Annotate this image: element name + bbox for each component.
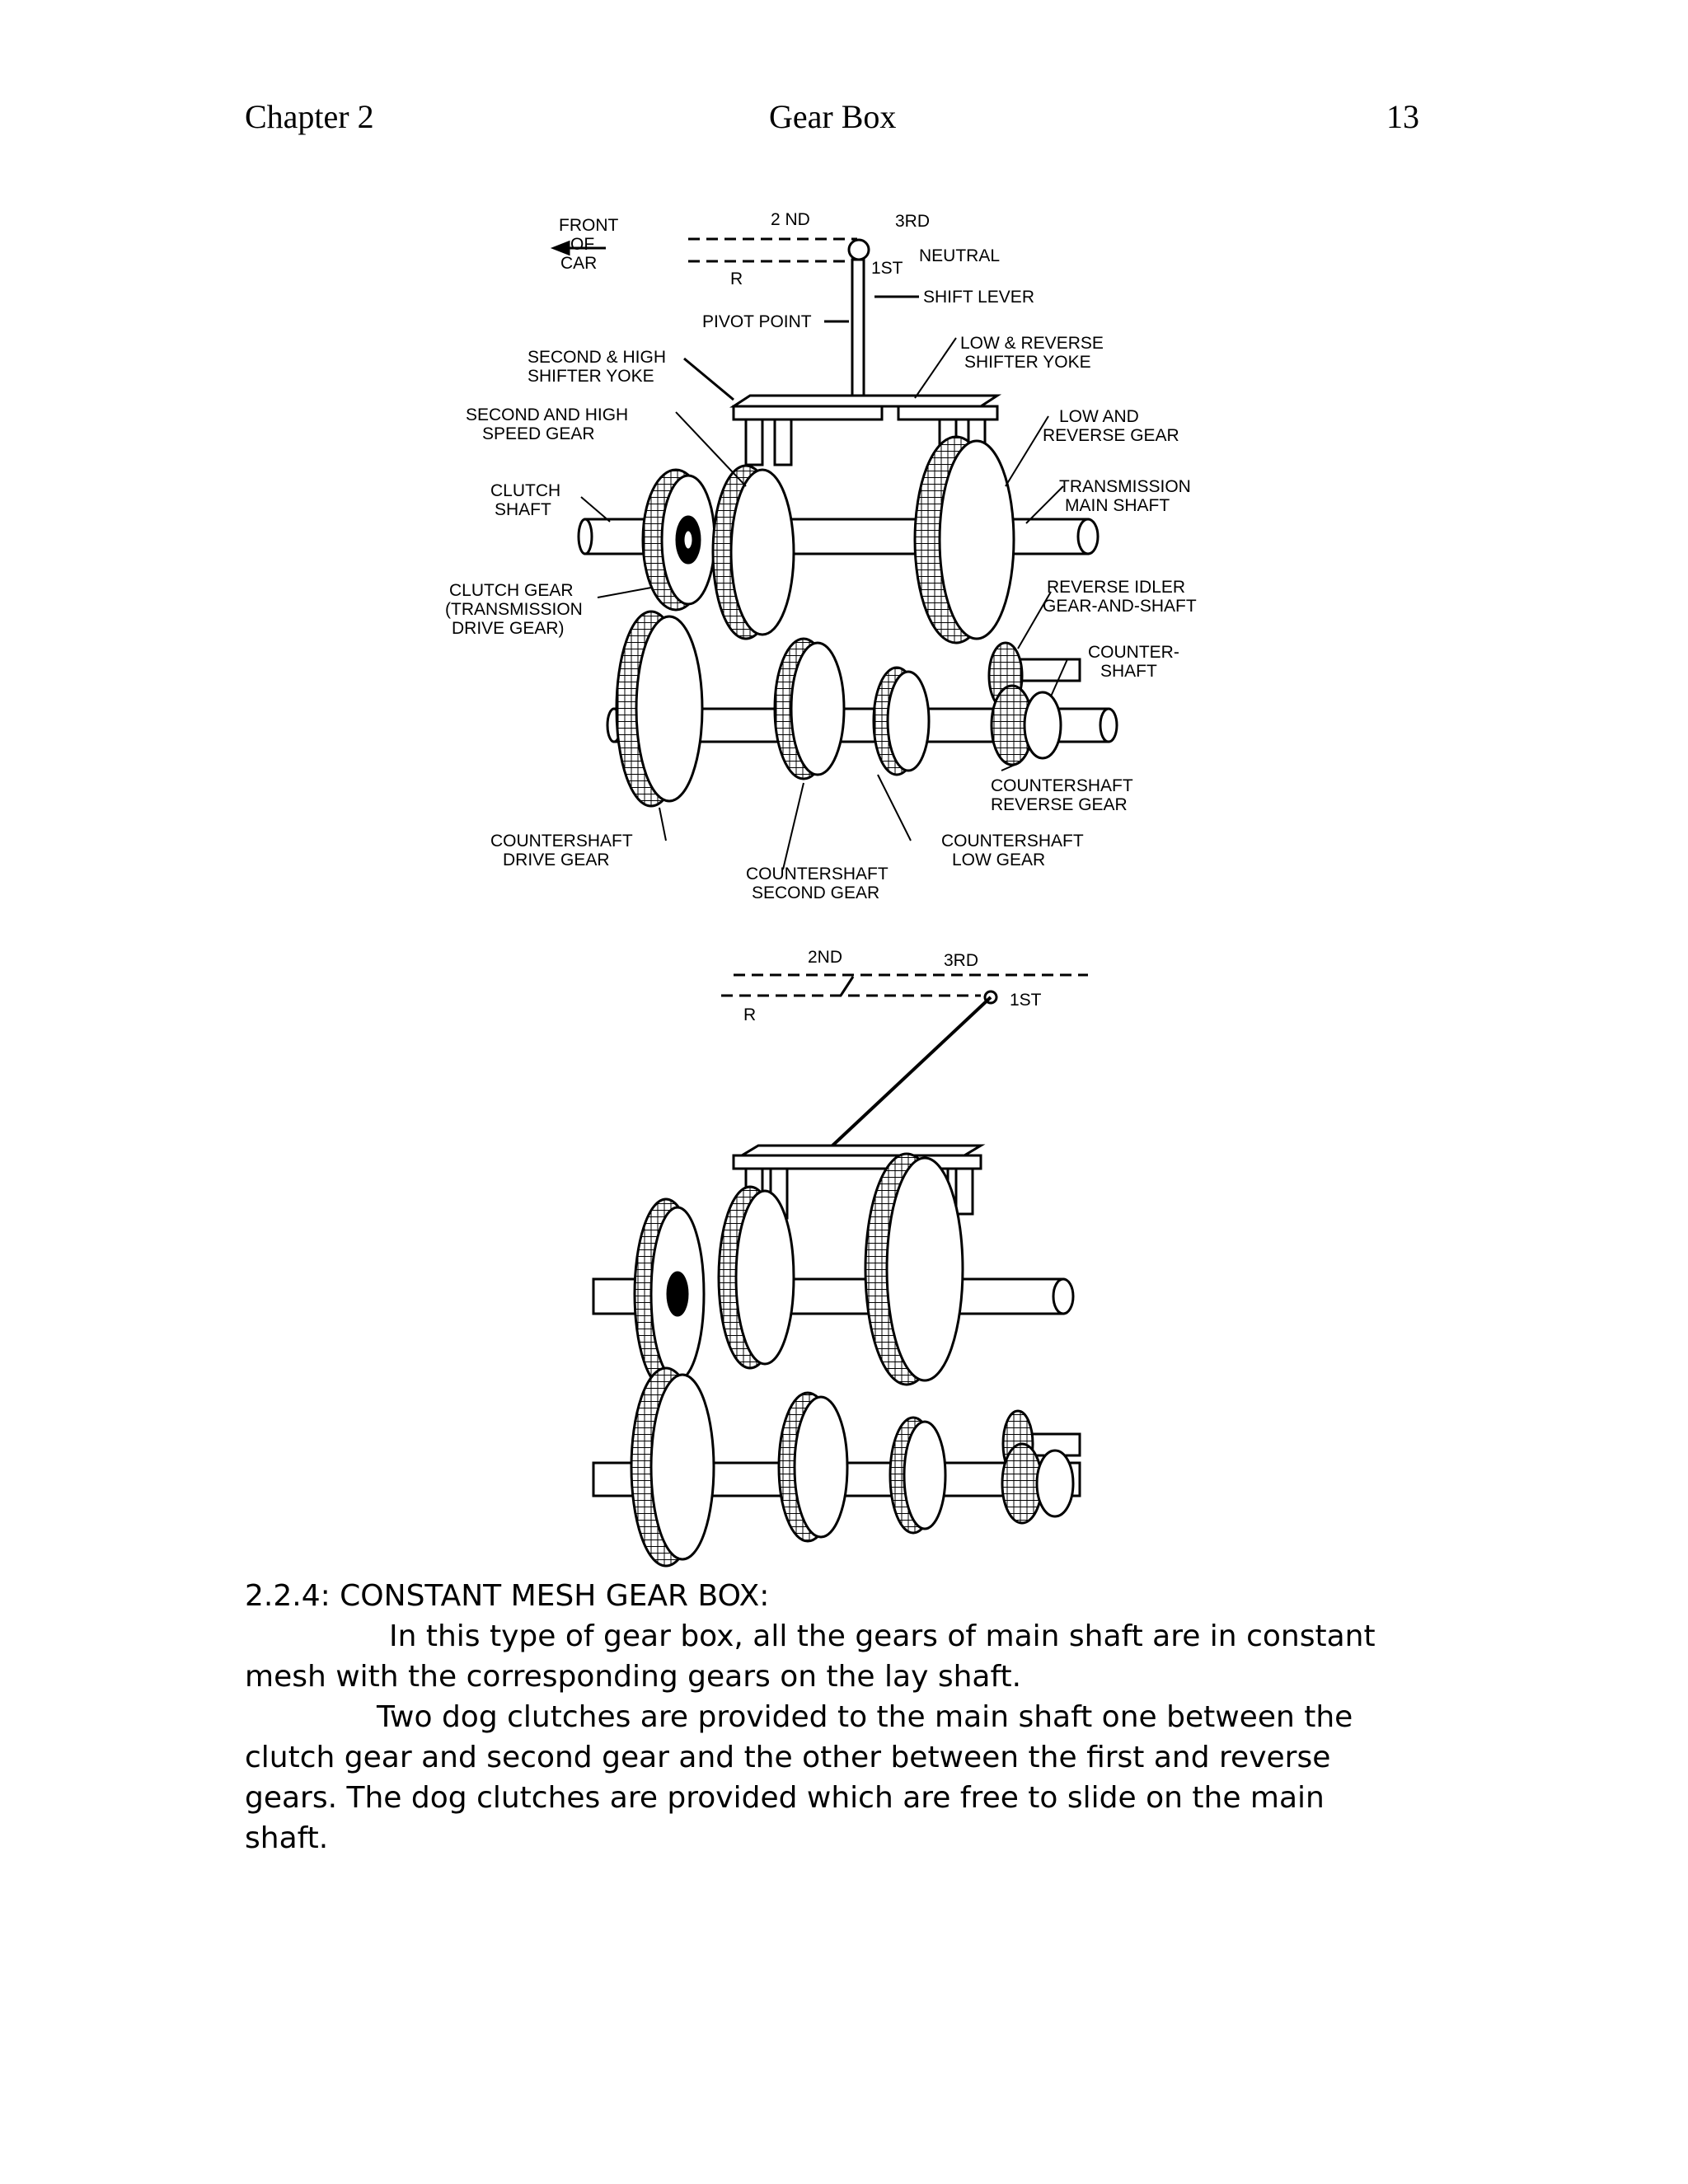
- label-neutral: NEUTRAL: [919, 246, 1000, 265]
- label-cs-drive-gear: COUNTERSHAFT: [490, 832, 633, 851]
- label-shift-lever: SHIFT LEVER: [923, 288, 1034, 307]
- label-front-of-car-3: CAR: [560, 254, 597, 273]
- gearbox-diagram-first-gear: 2ND 3RD R 1ST: [569, 940, 1096, 1574]
- label-countershaft-2: SHAFT: [1100, 662, 1157, 681]
- label-clutch-shaft: CLUTCH: [490, 481, 560, 500]
- label-cs-reverse-gear-2: REVERSE GEAR: [991, 795, 1128, 814]
- label-cs-drive-gear-2: DRIVE GEAR: [503, 851, 610, 869]
- label-cs-second-gear: COUNTERSHAFT: [746, 865, 889, 883]
- header-chapter: Chapter 2: [245, 98, 374, 135]
- label-2nd: 2ND: [808, 948, 842, 967]
- label-second-high-gear-2: SPEED GEAR: [482, 424, 595, 443]
- label-2nd: 2 ND: [771, 210, 810, 229]
- label-reverse-idler: REVERSE IDLER: [1047, 578, 1185, 597]
- label-reverse: R: [730, 269, 743, 288]
- label-clutch-gear: CLUTCH GEAR: [449, 581, 574, 600]
- label-clutch-shaft-2: SHAFT: [495, 500, 551, 519]
- label-3rd: 3RD: [895, 212, 930, 231]
- label-low-reverse-gear: LOW AND: [1059, 407, 1139, 426]
- label-pivot-point: PIVOT POINT: [702, 312, 812, 331]
- page-number: 13: [1386, 98, 1419, 135]
- label-reverse-idler-2: GEAR-AND-SHAFT: [1043, 597, 1197, 616]
- label-second-high-yoke: SECOND & HIGH: [528, 348, 666, 367]
- section-heading: 2.2.4: CONSTANT MESH GEAR BOX:: [245, 1579, 770, 1613]
- label-cs-low-gear-2: LOW GEAR: [952, 851, 1045, 869]
- label-front-of-car-2: OF: [570, 235, 594, 254]
- label-1st: 1ST: [871, 259, 903, 278]
- label-second-high-gear: SECOND AND HIGH: [466, 405, 628, 424]
- label-main-shaft-2: MAIN SHAFT: [1065, 496, 1170, 515]
- label-cs-second-gear-2: SECOND GEAR: [752, 883, 879, 902]
- label-low-reverse-yoke-2: SHIFTER YOKE: [964, 353, 1091, 372]
- label-low-reverse-gear-2: REVERSE GEAR: [1043, 426, 1179, 445]
- label-main-shaft: TRANSMISSION: [1059, 477, 1191, 496]
- label-1st: 1ST: [1010, 991, 1042, 1010]
- label-front-of-car: FRONT: [559, 216, 618, 235]
- label-cs-reverse-gear: COUNTERSHAFT: [991, 776, 1133, 795]
- gearbox-diagram-neutral: FRONT OF CAR 2 ND 3RD NEUTRAL R 1ST SHIF…: [437, 194, 1220, 915]
- paragraph-constant-mesh-intro: In this type of gear box, all the gears …: [245, 1619, 1376, 1694]
- label-clutch-gear-3: DRIVE GEAR): [452, 619, 565, 638]
- label-reverse: R: [743, 1005, 756, 1024]
- label-clutch-gear-2: (TRANSMISSION: [445, 600, 583, 619]
- header-title: Gear Box: [769, 98, 897, 135]
- label-low-reverse-yoke: LOW & REVERSE: [960, 334, 1104, 353]
- paragraph-dog-clutches: Two dog clutches are provided to the mai…: [245, 1700, 1353, 1855]
- label-countershaft: COUNTER-: [1088, 643, 1179, 662]
- label-second-high-yoke-2: SHIFTER YOKE: [528, 367, 654, 386]
- label-cs-low-gear: COUNTERSHAFT: [941, 832, 1084, 851]
- label-3rd: 3RD: [944, 951, 978, 970]
